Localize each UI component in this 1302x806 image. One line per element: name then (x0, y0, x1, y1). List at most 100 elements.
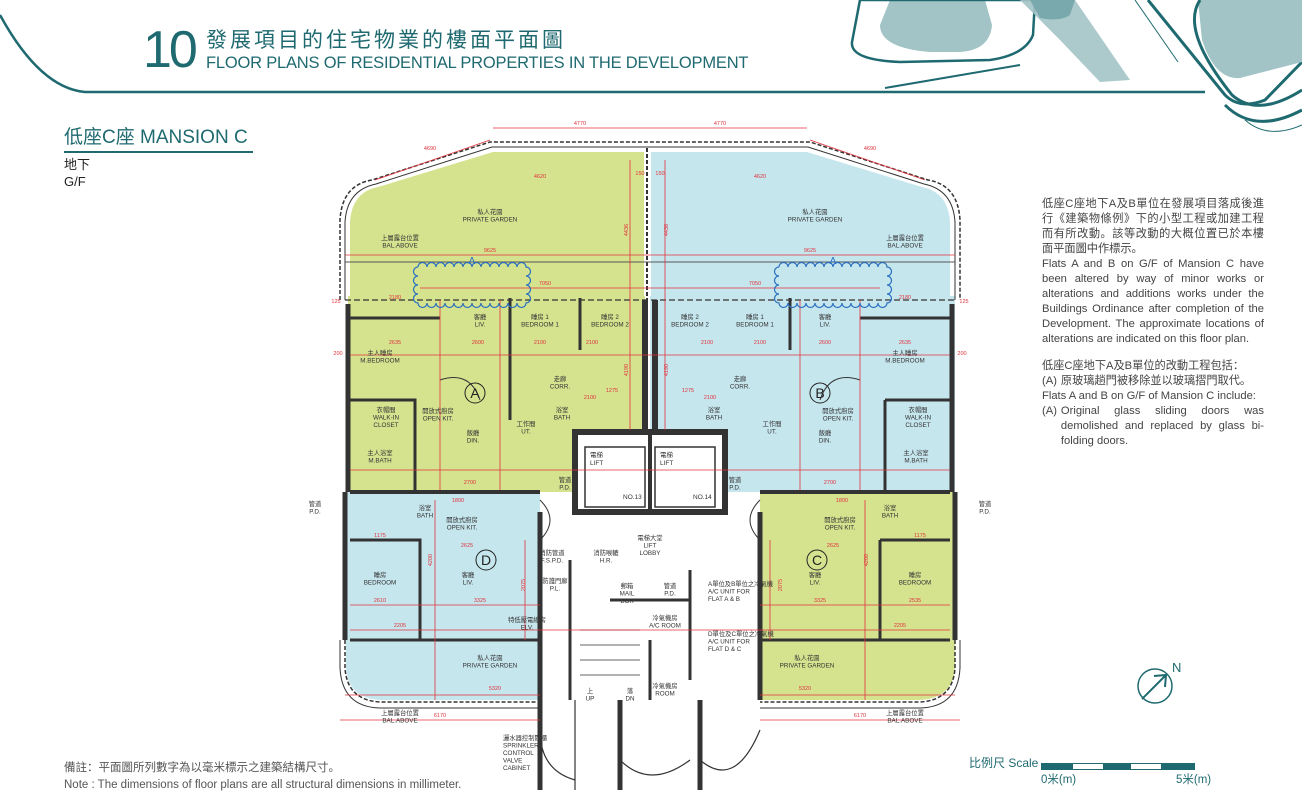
room-label-en: OPEN KIT. (423, 416, 454, 423)
room-label-en: LIV. (820, 322, 831, 329)
dimension-value: 125 (331, 299, 340, 305)
unit-letter: C (812, 552, 822, 568)
room-label-zh: 私人花園 (794, 653, 819, 662)
dimension-value: 2610 (374, 598, 386, 604)
footnote-en: Note : The dimensions of floor plans are… (64, 779, 462, 791)
list-heading-zh: 低座C座地下A及B單位的改動工程包括： (1042, 360, 1245, 372)
room-label-zh: 客廳 (819, 312, 832, 321)
room-label-en: WALK-IN (373, 415, 399, 422)
dimension-value: 4770 (714, 121, 726, 127)
room-label-zh: 防護門廊 (542, 576, 567, 585)
room-label-en: OPEN KIT. (823, 416, 854, 423)
room-label-zh: 上層露台位置 (381, 233, 419, 242)
room-label-zh: 睡房 2 (601, 312, 619, 321)
room-label-en2: FLAT A & B (708, 596, 740, 603)
room-label-zh: 睡房 (909, 570, 922, 579)
room-label-en: PRIVATE GARDEN (780, 663, 835, 670)
dimension-value: 2635 (389, 340, 401, 346)
room-label-zh: 灑水器控制閥櫃 (503, 733, 548, 742)
room-label-en: DIN. (819, 438, 832, 445)
flat-c-area (760, 492, 955, 700)
alteration-mark: A (830, 256, 837, 267)
room-label-en2: CONTROL (503, 750, 534, 757)
room-label-en: UP (586, 696, 595, 703)
dimension-value: 7050 (539, 281, 551, 287)
dimension-value: 2100 (534, 340, 546, 346)
room-label-zh: A單位及B單位之冷氣機 (708, 579, 774, 588)
dimension-value: 4200 (864, 554, 870, 566)
alteration-mark: A (469, 256, 476, 267)
room-label-zh: 落 (627, 686, 634, 695)
room-label-zh: 冷氣機房 (652, 681, 677, 690)
room-label-zh: 上層露台位置 (381, 708, 419, 717)
room-label-en: P.D. (729, 485, 741, 492)
alteration-cloud (773, 261, 893, 309)
scale-end: 5米(m) (1176, 774, 1212, 786)
lift-label-en: LIFT (660, 460, 673, 467)
room-label-zh: 電梯大堂 (637, 533, 662, 542)
room-label-zh: 飯廳 (819, 428, 832, 437)
dimension-value: 2100 (586, 340, 598, 346)
item-label: (A) (1042, 375, 1057, 387)
dimension-value: 2205 (394, 623, 406, 629)
list-item-zh: (A)原玻璃趟門被移除並以玻璃摺門取代。 (1042, 374, 1264, 389)
room-label-en: OPEN KIT. (447, 525, 478, 532)
room-label-zh: 管道 (664, 581, 677, 590)
room-label-en: BEDROOM (364, 580, 397, 587)
dimension-value: 1175 (374, 533, 386, 539)
alteration-cloud (412, 261, 532, 309)
dimension-value: 9625 (804, 248, 816, 254)
room-label-en: ELV. (521, 625, 534, 632)
room-label-zh: 上 (587, 686, 593, 695)
unit-marker-b: B (809, 382, 831, 404)
room-label-zh: 消防喉轆 (593, 548, 619, 557)
section-title: 低座C座 MANSION C (64, 127, 253, 153)
room-label-en: BAL.ABOVE (382, 243, 417, 250)
unit-marker-a: A (464, 382, 486, 404)
room-label-zh: 開放式廚房 (824, 515, 855, 524)
room-label-zh: 管道 (979, 499, 992, 508)
room-label-en: BATH (417, 513, 434, 520)
room-label-en: PRIVATE GARDEN (788, 217, 843, 224)
room-label-zh: D單位及C單位之冷氣機 (708, 629, 774, 638)
lift-label-en: LIFT (590, 460, 603, 467)
dimension-value: 1275 (606, 388, 618, 394)
dimension-value: 1275 (682, 388, 694, 394)
dimension-value: 5320 (799, 686, 811, 692)
room-label-zh: 工作間 (517, 419, 536, 428)
decorative-shapes (850, 0, 1302, 132)
dimension-value: 6170 (434, 713, 446, 719)
room-label-zh: 睡房 (374, 570, 387, 579)
flat-a-garden (350, 152, 644, 300)
dimension-value: 5320 (489, 686, 501, 692)
room-label-en: P.L. (550, 586, 561, 593)
dimension-value: 2100 (584, 395, 596, 401)
unit-letter: B (815, 385, 824, 401)
room-label-en: OPEN KIT. (825, 525, 856, 532)
room-label-zh: 走廊 (734, 374, 747, 383)
room-label-en: UT. (767, 429, 777, 436)
scale-start: 0米(m) (1041, 774, 1077, 786)
header-rule (0, 14, 1205, 94)
room-label-en: BEDROOM 1 (736, 322, 774, 329)
lift-label-zh: 電梯 (660, 450, 674, 459)
room-label-en: H.R. (600, 558, 613, 565)
room-label-zh: 工作間 (763, 419, 782, 428)
dimension-value: 4620 (754, 174, 766, 180)
lift-number: NO.14 (693, 494, 712, 501)
north-label: N (1172, 660, 1182, 675)
room-label-zh: 衣帽間 (909, 405, 928, 414)
room-label-zh: 消防管道 (539, 548, 565, 557)
room-label-zh: 管道 (559, 475, 572, 484)
dimension-value: 7050 (749, 281, 761, 287)
room-label-zh: 郵箱 (621, 581, 634, 590)
dimension-value: 4190 (664, 364, 670, 376)
room-label-en3: VALVE (503, 758, 522, 765)
room-label-en: M.BATH (904, 458, 928, 465)
room-label-en: A/C ROOM (649, 623, 681, 630)
room-label-en: BAL.ABOVE (887, 243, 922, 250)
room-label-en: CORR. (550, 384, 571, 391)
room-label-zh: 衣帽間 (377, 405, 396, 414)
